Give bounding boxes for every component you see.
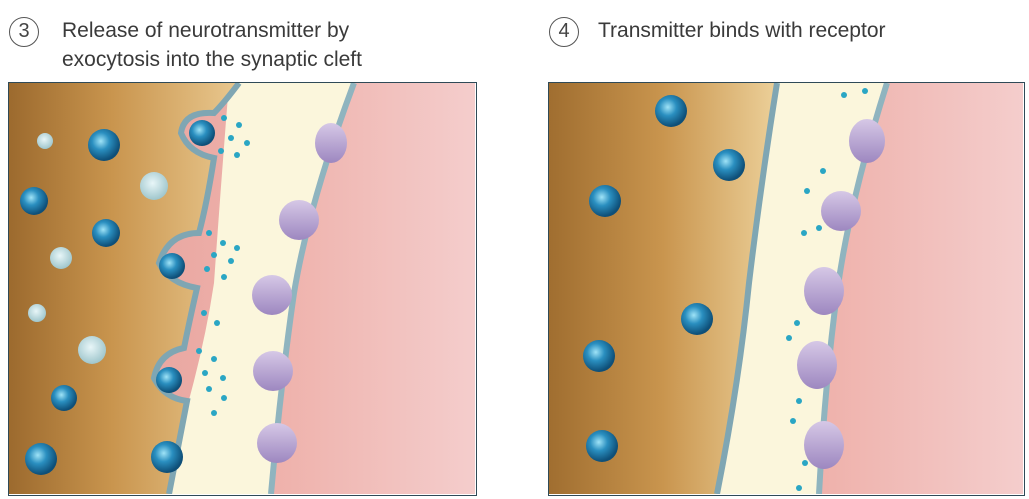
receptor-icon bbox=[797, 341, 837, 389]
vesicle-icon bbox=[37, 133, 53, 149]
vesicle-icon bbox=[586, 430, 618, 462]
presynaptic-membrane bbox=[150, 83, 242, 494]
vesicle-icon bbox=[28, 304, 46, 322]
panel-3-title: Release of neurotransmitter by exocytosi… bbox=[62, 16, 362, 74]
neurotransmitter-dots bbox=[786, 88, 868, 491]
vesicle-icon bbox=[50, 247, 72, 269]
synaptic-cleft bbox=[717, 83, 887, 494]
receptors bbox=[797, 119, 885, 469]
receptor-icon bbox=[279, 200, 319, 240]
exocytosis-illustration bbox=[9, 83, 475, 494]
vesicle-icon bbox=[713, 149, 745, 181]
receptor-binding-illustration bbox=[549, 83, 1023, 494]
receptor-icon bbox=[804, 421, 844, 469]
vesicle-icon bbox=[655, 95, 687, 127]
vesicle-icon bbox=[20, 187, 48, 215]
vesicle-icon bbox=[51, 385, 77, 411]
vesicle-icon bbox=[78, 336, 106, 364]
vesicles bbox=[20, 129, 183, 475]
vesicle-icon bbox=[589, 185, 621, 217]
receptor-icon bbox=[253, 351, 293, 391]
panel-3-title-line-2: exocytosis into the synaptic cleft bbox=[62, 48, 362, 71]
vesicle-icon bbox=[681, 303, 713, 335]
receptor-icon bbox=[257, 423, 297, 463]
receptor-icon bbox=[252, 275, 292, 315]
vesicles bbox=[583, 95, 745, 462]
vesicle-icon bbox=[92, 219, 120, 247]
panel-3-title-line-1: Release of neurotransmitter by bbox=[62, 19, 350, 42]
fusing-vesicle-icon bbox=[189, 120, 215, 146]
receptors bbox=[252, 123, 347, 463]
receptor-icon bbox=[315, 123, 347, 163]
panel-4-title: Transmitter binds with receptor bbox=[598, 19, 886, 42]
fusing-vesicles bbox=[156, 120, 215, 393]
fusing-vesicle-icon bbox=[159, 253, 185, 279]
receptor-icon bbox=[849, 119, 885, 163]
presynaptic-membrane bbox=[714, 83, 780, 494]
neurotransmitter-dots bbox=[196, 115, 250, 416]
receptor-icon bbox=[821, 191, 861, 231]
vesicle-icon bbox=[25, 443, 57, 475]
receptor-icon bbox=[804, 267, 844, 315]
fusing-vesicle-icon bbox=[156, 367, 182, 393]
receptor-binding-panel bbox=[548, 82, 1025, 496]
vesicle-icon bbox=[583, 340, 615, 372]
vesicle-icon bbox=[151, 441, 183, 473]
step-3-badge: 3 bbox=[9, 17, 39, 47]
exocytosis-panel bbox=[8, 82, 477, 496]
vesicle-icon bbox=[88, 129, 120, 161]
step-4-badge: 4 bbox=[549, 17, 579, 47]
vesicle-icon bbox=[140, 172, 168, 200]
